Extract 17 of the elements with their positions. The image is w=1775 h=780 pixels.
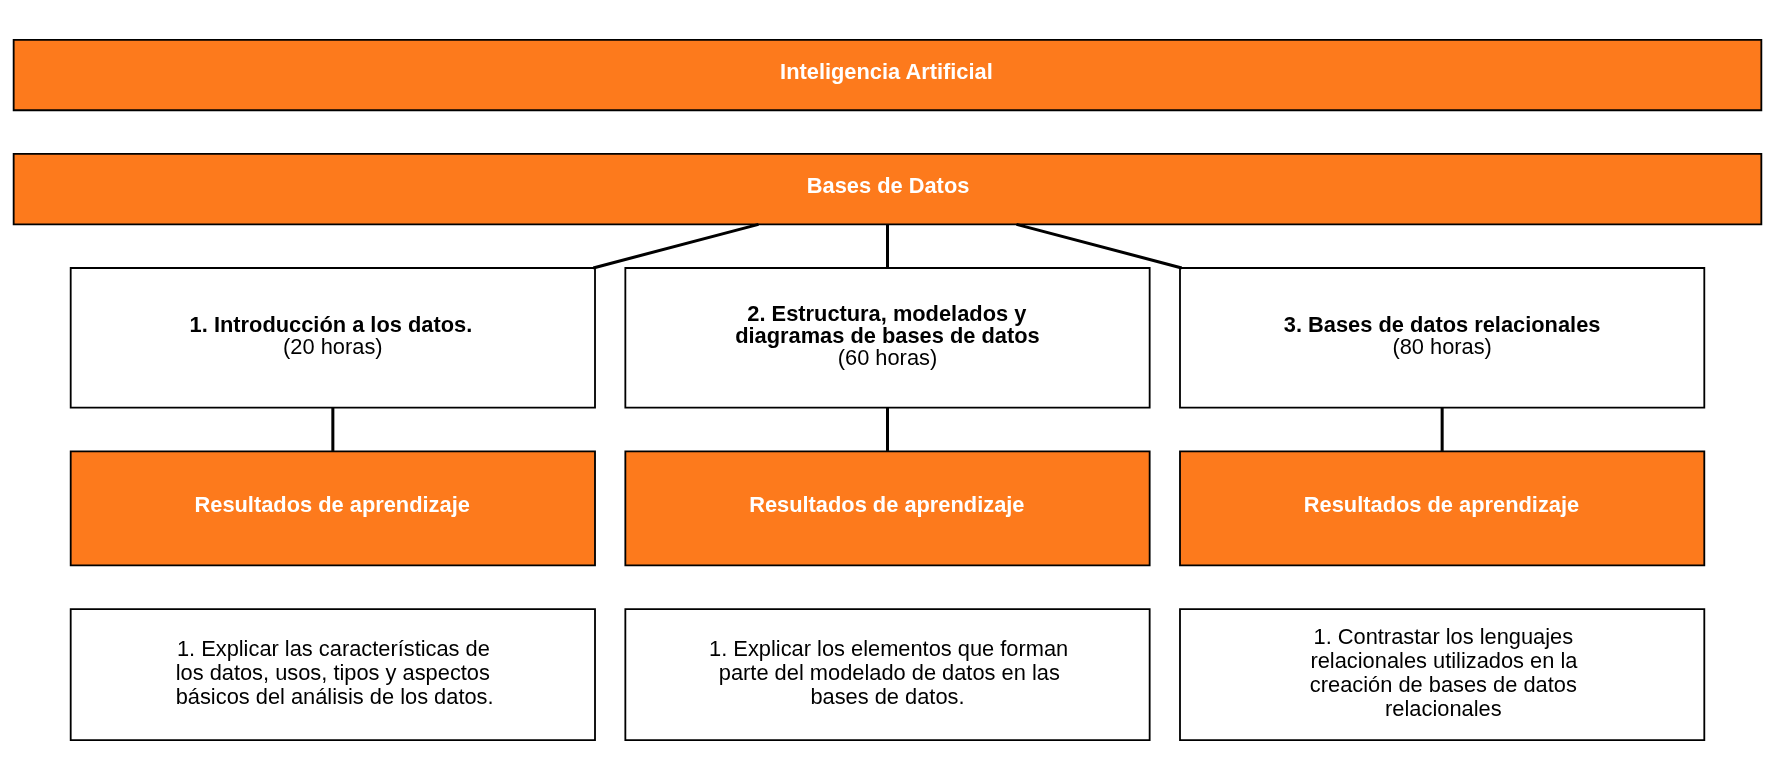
connector [592,222,759,270]
node-box: Inteligencia Artificial [12,38,1763,112]
connector [1016,222,1183,270]
connector [1440,407,1444,451]
node-box: Bases de Datos [12,153,1763,226]
connector [886,407,889,451]
node-box: Resultados de aprendizaje [1179,450,1706,567]
node-box: 1. Contrastar los lenguajes relacionales utilizados en la creación de bases de datos relacionales [1179,608,1706,742]
node-box: 3. Bases de datos relacionales (80 horas) [1179,267,1706,409]
node-box: 1. Introducción a los datos. (20 horas) [69,267,596,409]
node-box: 2. Estructura, modelados y diagramas de bases de datos (60 horas) [624,267,1151,409]
node-box: Resultados de aprendizaje [624,450,1151,567]
connector [886,224,889,268]
node-box: 1. Explicar los elementos que forman parte del modelado de datos en las bases de datos. [624,608,1151,742]
node-box: Resultados de aprendizaje [69,450,596,567]
connector [331,407,335,451]
node-box: 1. Explicar las características de los datos, usos, tipos y aspectos básicos del análisis de los datos. [69,608,596,742]
